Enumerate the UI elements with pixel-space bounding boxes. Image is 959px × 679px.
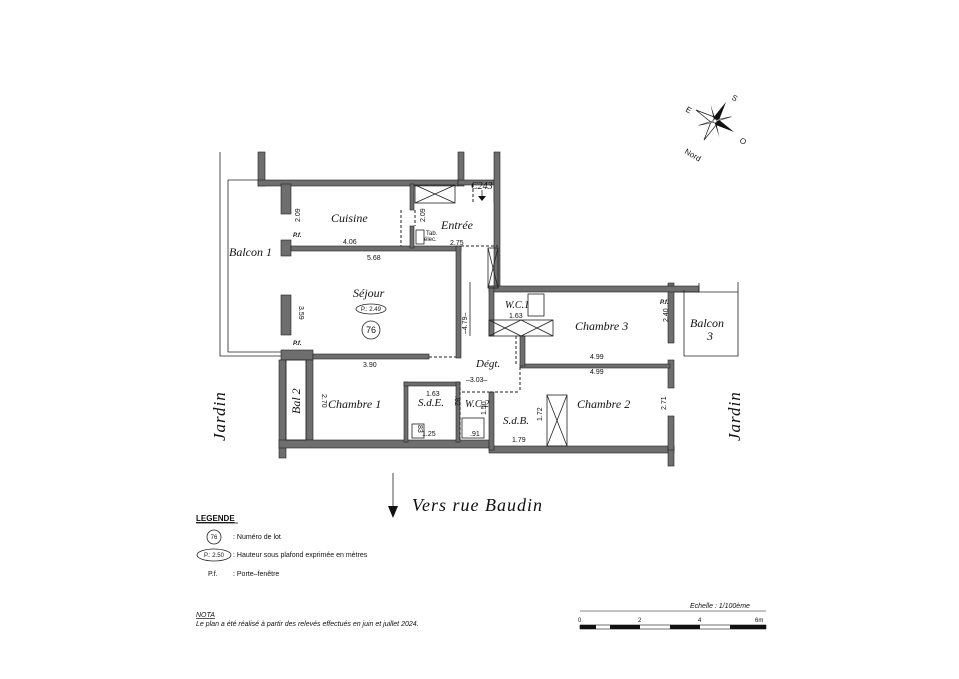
dim-1-79: 1.79 [512,437,526,444]
tab-elec-line1: Tab. [426,231,438,237]
dim-1-72: 1.72 [537,407,544,421]
room-chambre-1: Chambre 1 [328,397,381,411]
dim-3-59: 3.59 [297,306,304,320]
legend-lot-symbol: 76 [211,535,218,541]
room-chambre-2: Chambre 2 [577,397,630,411]
room-labels: Cuisine Entrée Séjour Balcon 1 Chambre 1… [229,181,724,427]
room-balcon-1: Balcon 1 [229,245,272,259]
dim-2-70: 2.70 [320,394,327,408]
room-wc-2: W.C.2 [465,399,489,410]
room-bal-2: Bal 2 [289,388,303,414]
street-label: Vers rue Baudin [412,495,543,515]
scale-tick-2: 2 [638,618,642,624]
room-degt: Dégt. [475,358,500,370]
dim-2-71: 2.71 [661,396,668,410]
room-sdb: S.d.B. [503,415,529,427]
scale-title: Echelle : 1/100ème [690,603,750,610]
room-wc-1: W.C.1 [505,300,529,311]
dim-5-68: 5.68 [367,255,381,262]
legend-height-text: : Hauteur sous plafond exprimée en mètre… [233,552,368,559]
legend-pf-text: : Porte–fenêtre [233,571,279,578]
room-balcon-3-line2: 3 [706,329,713,343]
dim-2-09-left: 2.09 [295,208,302,222]
pf-mark-chambre-3: P.f. [660,300,669,306]
c243-arrow [478,190,486,201]
scale-bar: Echelle : 1/100ème 0 2 4 6m [578,603,767,630]
legend-height-ellipse [196,548,232,562]
dim-1-50: 1.50 [481,401,488,415]
compass-o-label: O [738,136,748,147]
dimensions: 2.09 2.09 4.06 2.75 5.68 3.59 –4.79– 3.9… [295,208,670,444]
dim-1-63-sde: 1.63 [426,391,440,398]
dim-1-63-wc: 1.63 [509,313,523,320]
tab-elec-line2: élec. [424,237,437,243]
dim-91: .91 [470,431,480,438]
compass-nord-label: Nord [683,147,703,163]
compass-e-label: E [684,105,693,115]
dim-4-79: –4.79– [462,312,469,334]
marks: P.f. P.f. P.f. P.: 2.49 76 [293,233,669,347]
scale-tick-0: 0 [578,618,582,624]
thin-lines [219,152,739,447]
room-balcon-3-line1: Balcon [690,316,724,330]
room-c243: C243 [471,181,493,192]
room-sejour: Séjour [353,286,385,300]
dim-82: .82 [453,396,460,406]
compass-rose-icon [695,101,735,141]
door-openings [400,184,521,440]
scale-tick-6m: 6m [755,618,763,624]
dim-1-25: 1.25 [422,431,436,438]
room-entree: Entrée [440,218,474,232]
street-arrow-icon [388,506,398,518]
pf-mark-cuisine: P.f. [293,233,302,239]
legend-lot-circle [206,529,222,545]
dim-2-09-right: 2.09 [420,208,427,222]
pf-mark-sejour: P.f. [293,341,302,347]
dim-4-06: 4.06 [343,239,357,246]
surroundings: Jardin Jardin Vers rue Baudin [210,391,744,518]
lot-circle [361,320,381,340]
dim-2-40: 2.40 [663,308,670,322]
jardin-right-label: Jardin [725,391,744,441]
nota: NOTA Le plan a été réalisé à partir des … [196,612,419,628]
dim-3-90: 3.90 [363,362,377,369]
compass-s-label: S [730,93,739,103]
nota-text: Le plan a été réalisé à partir des relev… [196,621,419,628]
dim-83: .83 [416,423,423,433]
scale-tick-4: 4 [698,618,702,624]
legend-pf-symbol: P.f. [208,571,218,578]
nota-title: NOTA [196,612,215,619]
room-chambre-3: Chambre 3 [575,319,628,333]
jardin-left-label: Jardin [210,391,229,441]
room-cuisine: Cuisine [331,211,368,225]
legend: LEGENDE 76 : Numéro de lot P.: 2.50 : Ha… [196,514,368,578]
legend-height-symbol: P.: 2.50 [204,553,225,559]
dim-4-99-bottom: 4.99 [590,369,604,376]
legend-title: LEGENDE [196,514,235,523]
lot-number: 76 [366,325,376,335]
dim-2-75: 2.75 [450,240,464,247]
dim-4-99-top: 4.99 [590,354,604,361]
walls [257,151,700,467]
dim-3-03: –3.03– [466,377,488,384]
room-sde: S.d.E. [418,397,444,409]
ceiling-height: P.: 2.49 [361,307,382,313]
legend-lot-text: : Numéro de lot [233,534,281,541]
ceiling-height-ellipse [355,303,387,315]
